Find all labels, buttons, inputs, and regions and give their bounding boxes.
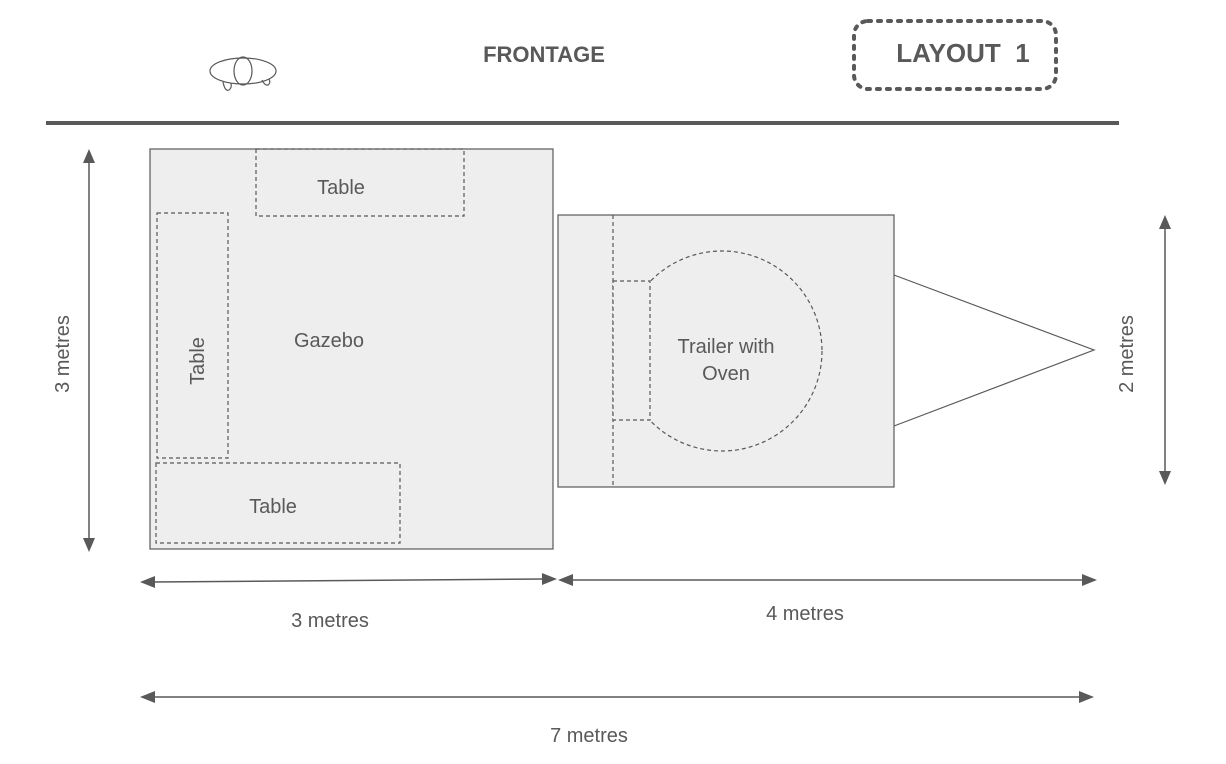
dimension-gazebo-width-label: 3 metres (291, 610, 369, 632)
layout-badge: LAYOUT 1 (852, 19, 1058, 91)
trailer-label-line1: Trailer with (677, 336, 774, 358)
gazebo-label: Gazebo (294, 330, 364, 352)
table-bottom (155, 462, 401, 544)
table-bottom-label: Table (249, 496, 297, 518)
trailer: Trailer with Oven (557, 214, 1096, 488)
dimension-trailer-length (558, 574, 1097, 586)
oven (621, 250, 823, 452)
dimension-gazebo-height (83, 149, 95, 552)
table-left (156, 212, 229, 459)
table-top-label: Table (317, 177, 365, 199)
blimp-icon (209, 56, 277, 91)
dimension-trailer-height-label: 2 metres (1116, 315, 1138, 393)
frontage-title: FRONTAGE (483, 42, 605, 67)
layout-badge-label: LAYOUT 1 (896, 38, 1029, 68)
dimension-gazebo-width (140, 573, 557, 588)
trailer-label-line2: Oven (702, 363, 750, 385)
gazebo-area (149, 148, 554, 550)
table-left-label: Table (187, 337, 209, 385)
dimension-trailer-length-label: 4 metres (766, 603, 844, 625)
oven-door (612, 280, 651, 421)
dimension-total-width-label: 7 metres (550, 725, 628, 747)
dimension-total-width (140, 691, 1094, 703)
table-top (255, 148, 465, 217)
dimension-gazebo-height-label: 3 metres (52, 315, 74, 393)
dimension-trailer-height (1159, 215, 1171, 485)
trailer-hitch (893, 274, 1096, 427)
